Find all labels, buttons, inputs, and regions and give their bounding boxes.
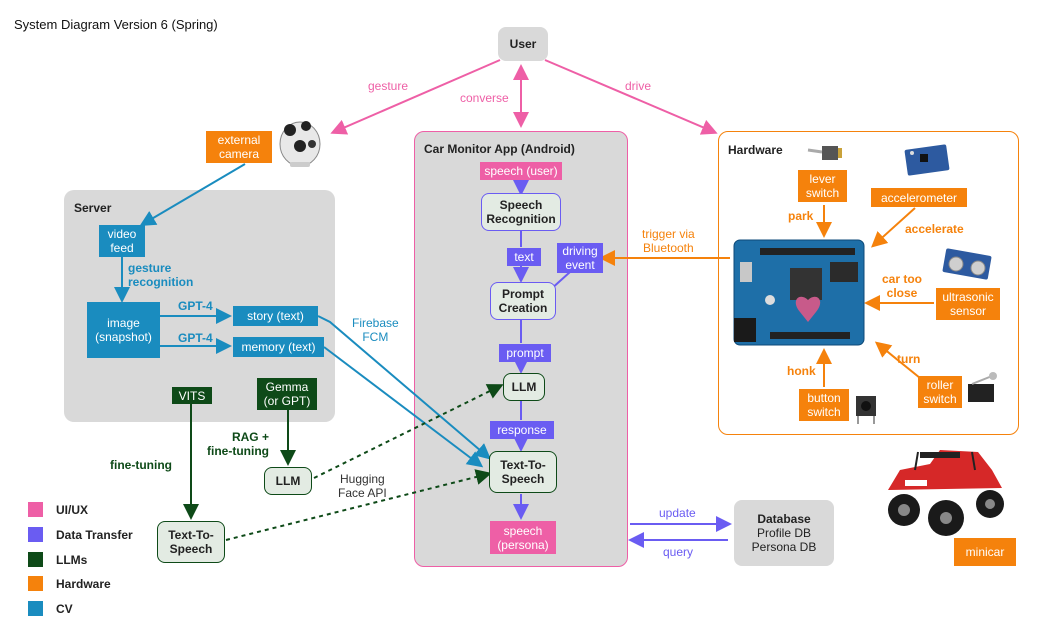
database-title: Database [757, 512, 811, 526]
minicar-box: minicar [954, 538, 1016, 566]
park-label: park [788, 209, 814, 223]
tts-server-node: Text-To- Speech [157, 521, 225, 563]
hugging-face-label: Hugging Face API [338, 472, 387, 500]
arduino-board-image [733, 239, 865, 346]
accelerate-label: accelerate [905, 222, 964, 236]
button-switch-box: button switch [799, 389, 849, 421]
query-label: query [663, 545, 694, 559]
edge-story-tts [317, 315, 492, 460]
lever-switch-image [807, 146, 842, 160]
server-title: Server [74, 201, 112, 215]
external-camera-box: external camera [206, 131, 272, 163]
honk-label: honk [787, 364, 816, 378]
hardware-title: Hardware [728, 143, 783, 157]
persona-db-label: Persona DB [751, 540, 817, 554]
memory-text-box: memory (text) [233, 337, 324, 357]
vits-box: VITS [172, 387, 212, 404]
edge-turn [874, 341, 921, 379]
converse-label: converse [460, 91, 509, 105]
turn-label: turn [897, 352, 921, 366]
minicar-image [888, 450, 1004, 536]
edge-llm-app-llm [313, 384, 504, 479]
edge-camera-video [139, 163, 246, 227]
legend-swatch-uiux [28, 502, 43, 517]
rag-label: RAG + fine-tuning [207, 430, 269, 458]
button-switch-image [856, 396, 876, 424]
firebase-label: Firebase FCM [352, 316, 399, 344]
gemma-box: Gemma (or GPT) [257, 378, 317, 410]
speech-user-box: speech (user) [480, 162, 562, 180]
legend-data-transfer: Data Transfer [56, 528, 133, 542]
legend-cv: CV [56, 602, 73, 616]
response-box: response [490, 421, 554, 439]
driving-event-box: driving event [557, 243, 603, 273]
page-title: System Diagram Version 6 (Spring) [14, 17, 218, 32]
edge-drive [544, 59, 718, 135]
roller-switch-box: roller switch [918, 376, 962, 408]
roller-switch-image [968, 372, 997, 402]
accelerometer-box: accelerometer [871, 188, 967, 207]
legend-llms: LLMs [56, 553, 88, 567]
edge-tts-app-tts [225, 469, 492, 541]
legend-hardware: Hardware [56, 577, 111, 591]
tts-app-node: Text-To- Speech [489, 451, 557, 493]
profile-db-label: Profile DB [756, 526, 812, 540]
user-node: User [498, 27, 548, 61]
camera-image [279, 121, 321, 167]
llm-app-node: LLM [503, 373, 545, 401]
prompt-box: prompt [499, 344, 551, 362]
text-box: text [507, 248, 541, 266]
edge-gesture [330, 59, 501, 135]
drive-label: drive [625, 79, 652, 93]
legend-swatch-data [28, 527, 43, 542]
ultrasonic-sensor-image [942, 248, 992, 280]
legend-swatch-cv [28, 601, 43, 616]
story-text-box: story (text) [233, 306, 318, 326]
lever-switch-box: lever switch [798, 170, 847, 202]
speech-persona-box: speech (persona) [490, 521, 556, 554]
llm-server-node: LLM [264, 467, 312, 495]
speech-recognition-node: Speech Recognition [481, 193, 561, 231]
gpt4-memory-label: GPT-4 [178, 331, 213, 345]
update-label: update [659, 506, 696, 520]
legend-swatch-hardware [28, 576, 43, 591]
car-too-close-label: car too close [882, 272, 923, 300]
gpt4-story-label: GPT-4 [178, 299, 213, 313]
gesture-recognition-label: gesture recognition [128, 261, 194, 289]
legend-swatch-llm [28, 552, 43, 567]
fine-tuning-label: fine-tuning [110, 458, 172, 472]
edge-accelerate [871, 207, 916, 248]
edge-memory-tts [323, 346, 484, 468]
legend-uiux: UI/UX [56, 503, 89, 517]
gesture-label: gesture [368, 79, 409, 93]
trigger-label: trigger via Bluetooth [642, 227, 695, 255]
app-title: Car Monitor App (Android) [424, 142, 575, 156]
ultrasonic-sensor-box: ultrasonic sensor [936, 288, 1000, 320]
accelerometer-image [904, 144, 950, 176]
database-box: Database Profile DB Persona DB [734, 500, 834, 566]
video-feed-box: video feed [99, 225, 145, 257]
prompt-creation-node: Prompt Creation [490, 282, 556, 320]
image-snapshot-box: image (snapshot) [87, 302, 160, 358]
